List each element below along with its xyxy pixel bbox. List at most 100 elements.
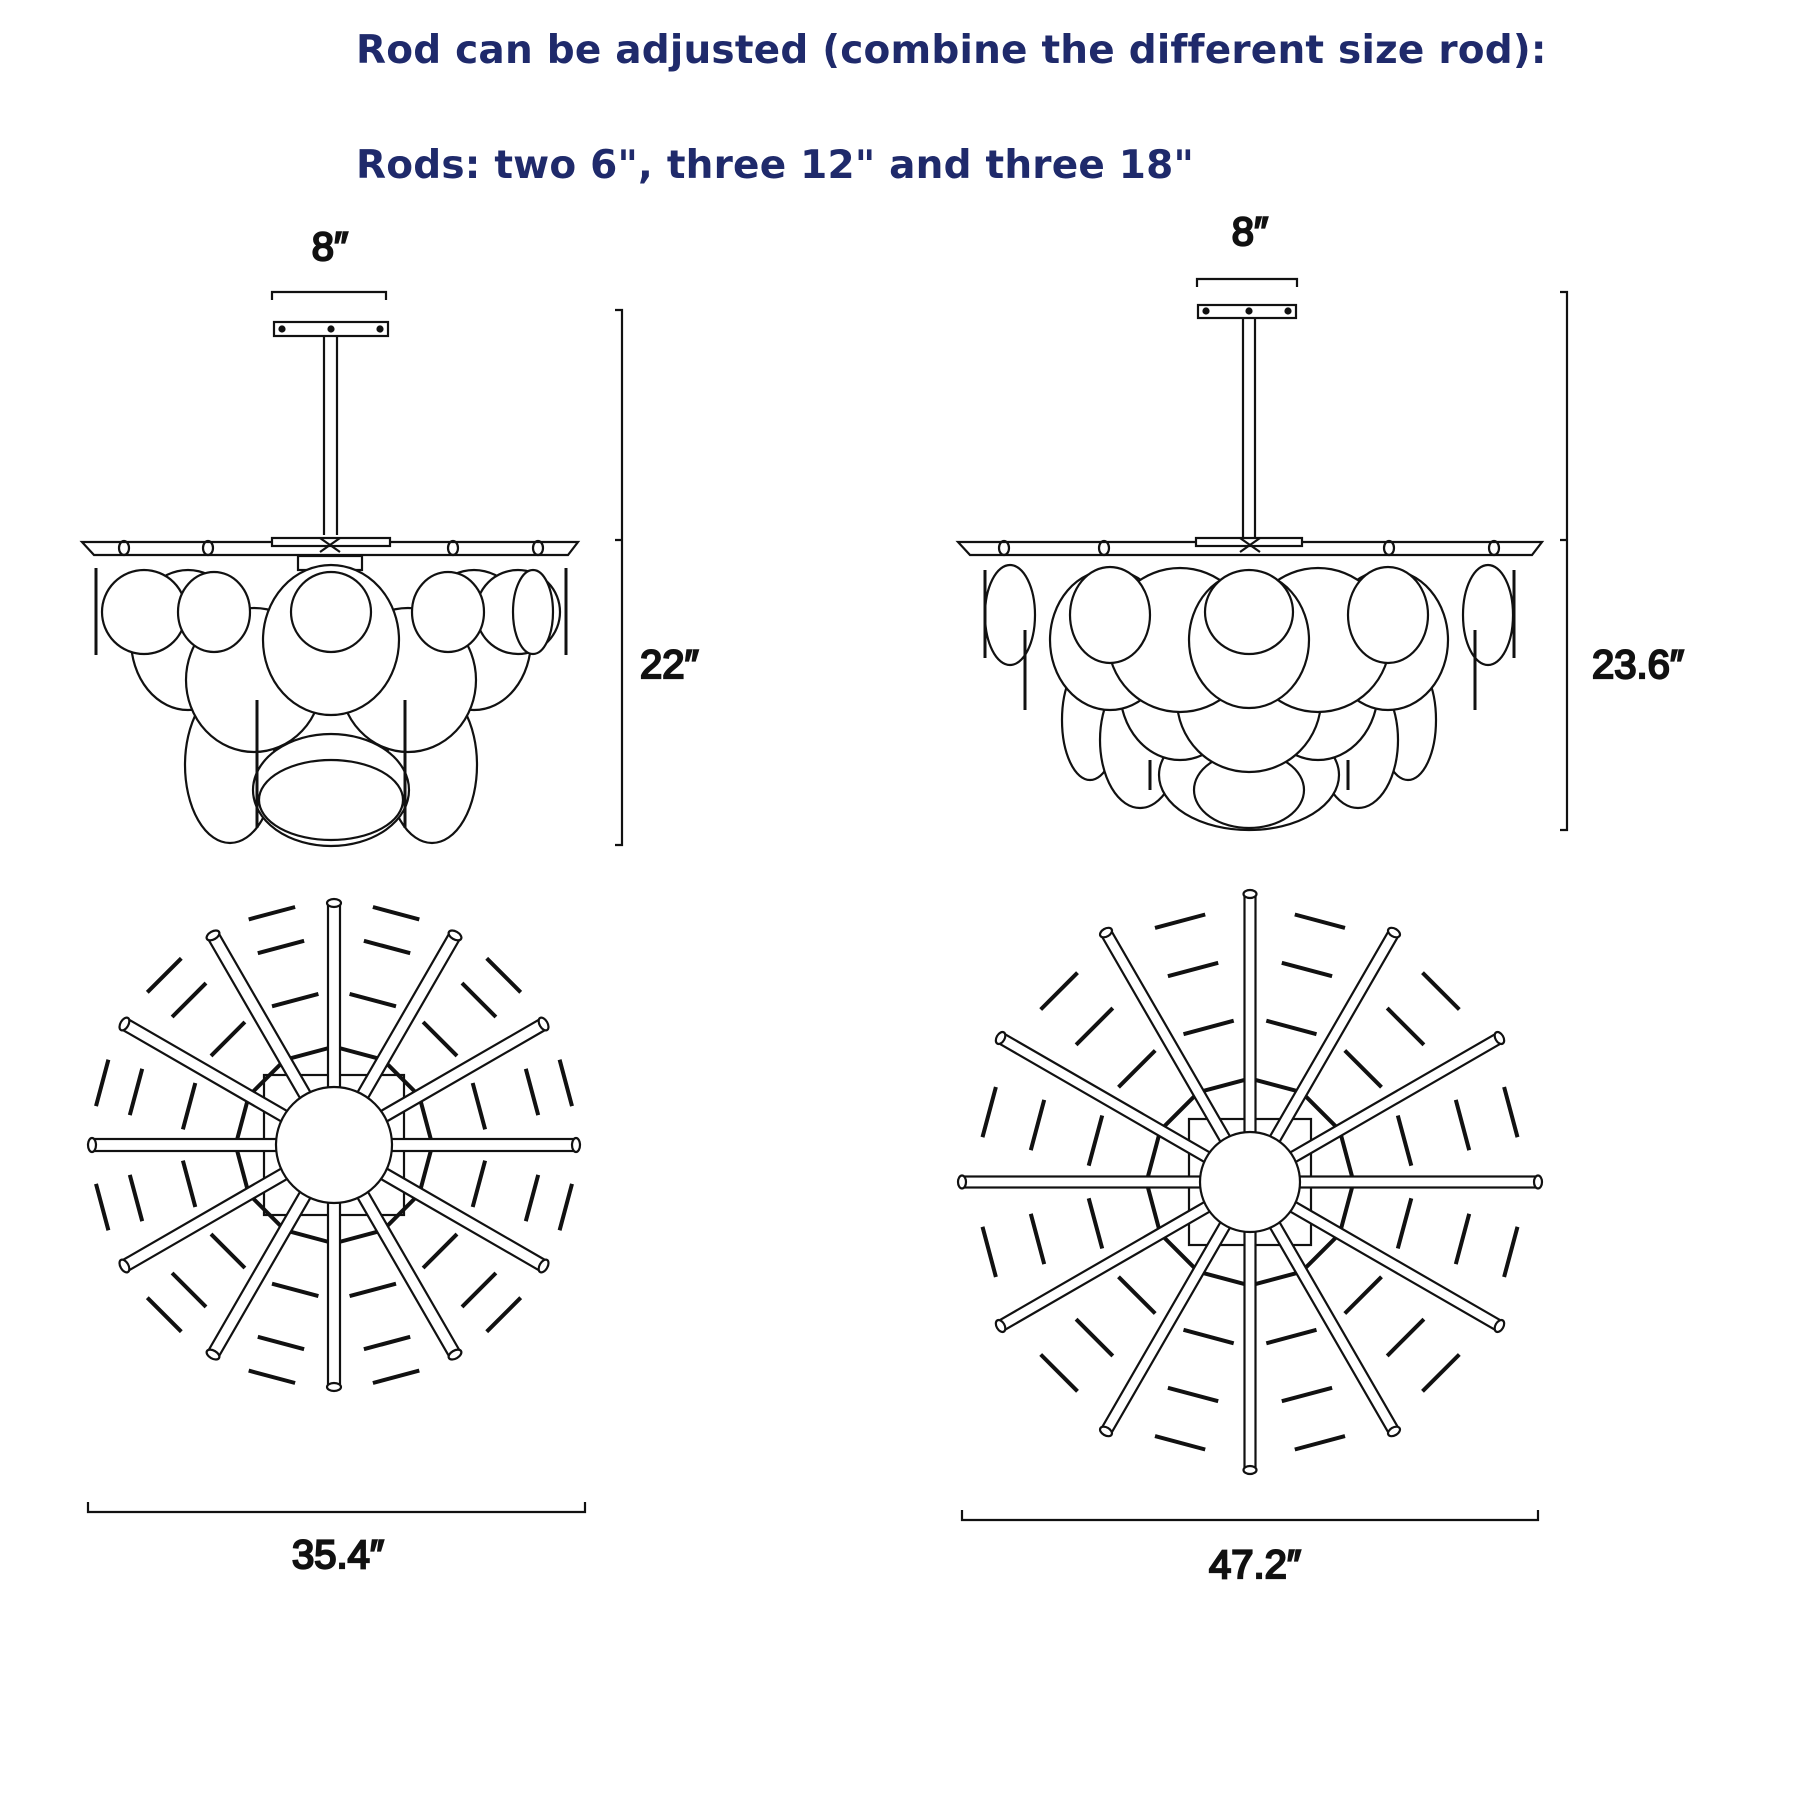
crystal-bar — [1144, 1130, 1163, 1182]
crystal-bar — [485, 956, 523, 994]
crystal-bar — [1453, 1099, 1472, 1151]
crystal-bar — [1337, 1182, 1356, 1234]
radial-rod — [325, 1143, 343, 1393]
ring-holes — [117, 539, 545, 557]
crystal-bar — [1039, 1353, 1079, 1393]
crystal-bar — [1343, 1049, 1383, 1089]
crystal-bar — [248, 1193, 286, 1231]
crystal-bar — [382, 1193, 420, 1231]
crystal-bar — [170, 981, 208, 1019]
crystal-bar — [257, 938, 305, 956]
crystal-bar — [209, 1232, 247, 1270]
crystal-bar — [1117, 1275, 1157, 1315]
crystal-bar — [1294, 912, 1346, 930]
crystal-bar — [1250, 1076, 1302, 1095]
crystal-bar — [1182, 1018, 1235, 1037]
small-diameter-dimension — [86, 1502, 587, 1514]
crystal-bar — [460, 981, 498, 1019]
crystal-bar — [557, 1183, 574, 1231]
large-height-label: 23.6″ — [1592, 643, 1684, 687]
crystal-bar — [285, 1228, 334, 1245]
crystal-bar — [234, 1096, 251, 1145]
crystal-bar — [1300, 1091, 1341, 1132]
crystal-bar — [1198, 1076, 1250, 1095]
crystal-bar — [1074, 1317, 1115, 1358]
crystal-bar — [1086, 1197, 1105, 1250]
crystal-bar — [271, 1281, 319, 1299]
crystal-bar — [460, 1271, 498, 1309]
crystal-bar — [180, 1160, 198, 1208]
crystal-bar — [363, 938, 411, 956]
crystal-bar — [470, 1160, 488, 1208]
crystal-bar — [349, 991, 397, 1009]
large-canopy-width-label: 8″ — [1232, 210, 1268, 254]
large-diameter-dimension — [960, 1510, 1540, 1522]
small-fixture-side-view — [79, 290, 624, 848]
crystal-bar — [1502, 1226, 1520, 1278]
large-fixture-top-view — [956, 888, 1544, 1476]
crystal-bar — [523, 1068, 541, 1116]
crystal-bar — [485, 1296, 523, 1334]
crystal-bar — [1117, 1049, 1157, 1089]
crystal-bar — [1182, 1327, 1235, 1346]
crystal-bar — [1294, 1434, 1346, 1452]
crystal-bar — [1028, 1213, 1047, 1265]
small-diameter-label: 35.4″ — [292, 1533, 384, 1577]
crystal-bar — [127, 1068, 145, 1116]
crystal-bar — [363, 1334, 411, 1352]
crystal-bar — [334, 1228, 383, 1245]
crystal-bar — [1421, 1353, 1461, 1393]
crystal-bar — [1159, 1232, 1200, 1273]
crystal-bar — [557, 1059, 574, 1107]
crystal-bar — [1281, 1385, 1333, 1404]
crystal-bar — [1300, 1232, 1341, 1273]
crystal-bar — [349, 1281, 397, 1299]
large-fixture-side-view — [955, 277, 1569, 832]
crystal-bar — [1159, 1091, 1200, 1132]
small-height-label: 22″ — [640, 643, 699, 687]
small-fixture-top-view — [86, 897, 582, 1393]
crystal-bar — [1421, 971, 1461, 1011]
crystal-bar — [1028, 1099, 1047, 1151]
crystal-bar — [209, 1020, 247, 1058]
crystal-bar — [248, 905, 296, 922]
crystal-bar — [1343, 1275, 1383, 1315]
crystal-bar — [1265, 1327, 1318, 1346]
crystal-bar — [980, 1086, 998, 1138]
crystal-bar — [1144, 1182, 1163, 1234]
heading-rod-adjustable: Rod can be adjusted (combine the differe… — [356, 28, 1547, 73]
crystal-bar — [127, 1174, 145, 1222]
crystal-bar — [145, 1296, 183, 1334]
crystal-bar — [1167, 960, 1219, 979]
heading-rod-sizes: Rods: two 6", three 12" and three 18" — [356, 143, 1194, 188]
ring-holes — [997, 539, 1501, 557]
small-canopy-width-label: 8″ — [312, 225, 348, 269]
crystal-bar — [94, 1183, 111, 1231]
large-diameter-label: 47.2″ — [1209, 1543, 1301, 1587]
crystal-bar — [1395, 1114, 1414, 1167]
crystal-bar — [1250, 1269, 1302, 1288]
crystal-bar — [1337, 1130, 1356, 1182]
crystal-bar — [145, 956, 183, 994]
crystal-bar — [1154, 1434, 1206, 1452]
crystal-bar — [180, 1082, 198, 1130]
crystal-bar — [1265, 1018, 1318, 1037]
crystal-bar — [421, 1020, 459, 1058]
crystal-bar — [980, 1226, 998, 1278]
crystal-bar — [1385, 1317, 1426, 1358]
crystal-bar — [417, 1145, 434, 1194]
crystal-bar — [382, 1059, 420, 1097]
crystal-bar — [1198, 1269, 1250, 1288]
crystal-bar — [417, 1096, 434, 1145]
crystal-bar — [334, 1045, 383, 1062]
crystal-bar — [1453, 1213, 1472, 1265]
crystal-bar — [271, 991, 319, 1009]
crystal-bar — [257, 1334, 305, 1352]
crystal-bar — [1502, 1086, 1520, 1138]
crystal-bar — [1395, 1197, 1414, 1250]
crystal-bar — [234, 1145, 251, 1194]
crystal-bar — [1039, 971, 1079, 1011]
crystal-bar — [248, 1368, 296, 1385]
crystal-bar — [170, 1271, 208, 1309]
